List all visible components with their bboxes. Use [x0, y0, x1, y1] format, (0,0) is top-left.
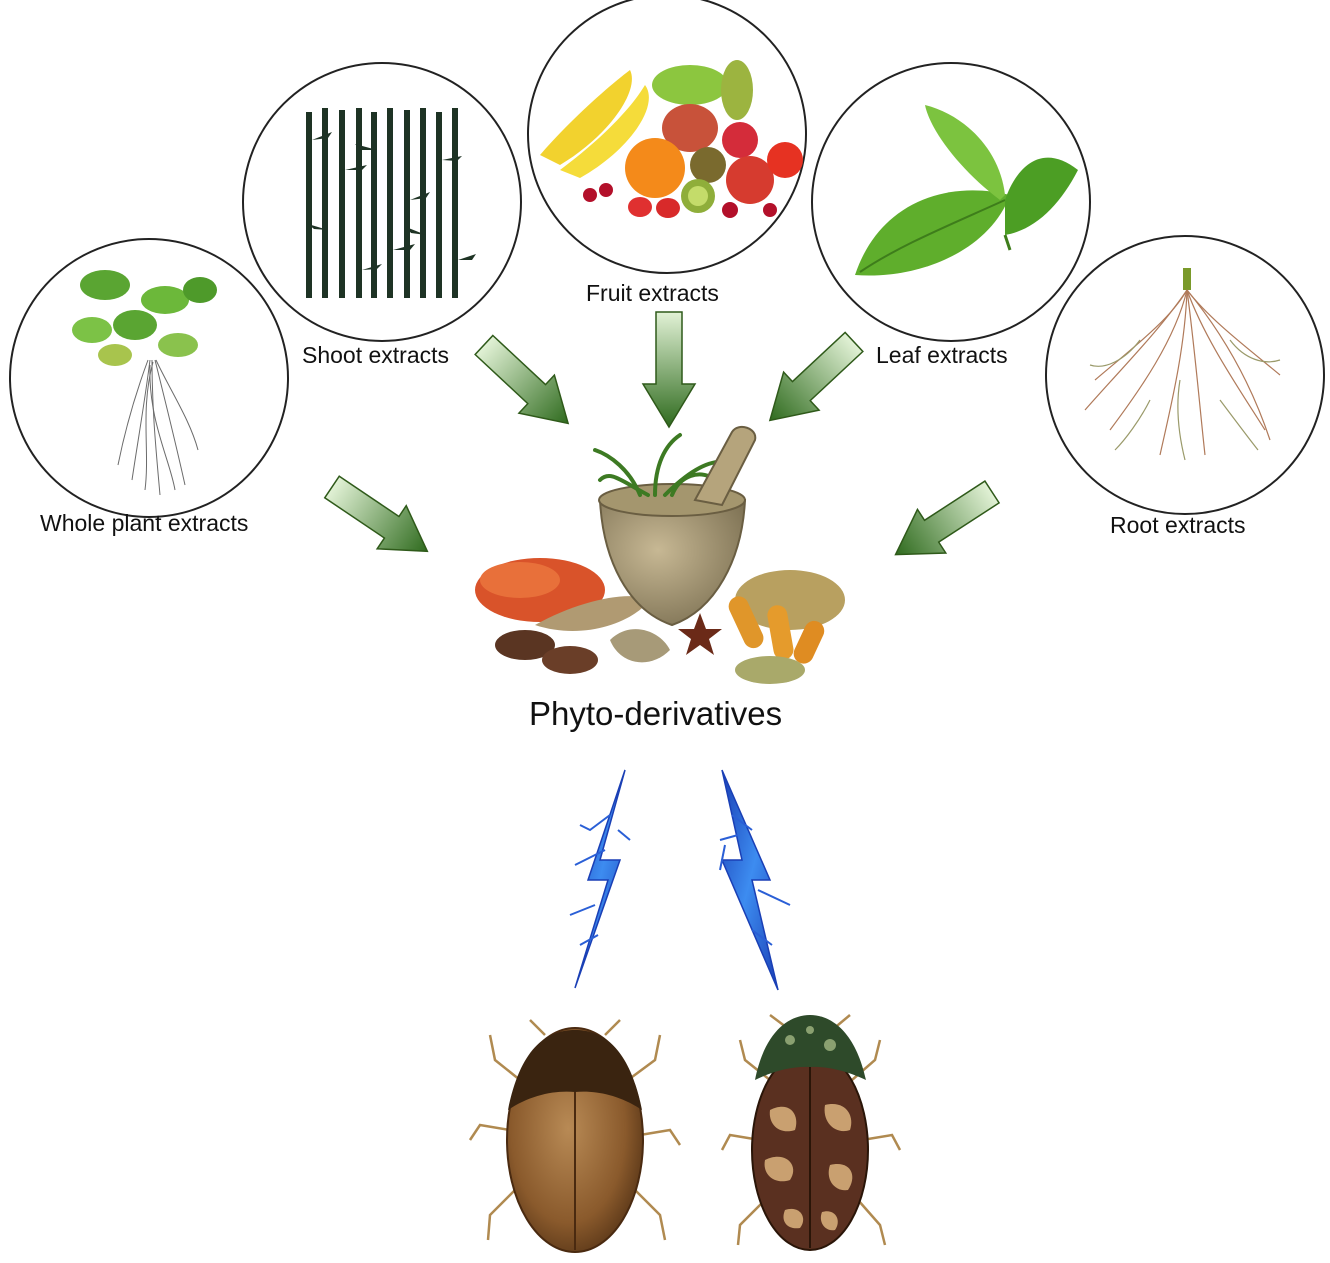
shoot-label: Shoot extracts	[302, 342, 449, 369]
phyto-derivatives-label: Phyto-derivatives	[529, 695, 782, 733]
root-label: Root extracts	[1110, 512, 1246, 539]
arrow-fruit	[643, 312, 695, 427]
arrow-leaf	[752, 323, 872, 439]
arrow-whole-plant	[317, 465, 441, 572]
root-circle	[1046, 236, 1324, 514]
patterned-beetle-icon	[722, 1015, 900, 1250]
leaf-circle	[812, 63, 1090, 341]
brown-beetle-icon	[470, 1020, 680, 1252]
lightning-bolts	[570, 770, 790, 990]
arrow-root	[881, 470, 1006, 576]
fruit-circle	[528, 0, 806, 273]
arrow-shoot	[466, 326, 586, 442]
lightning-bolt-icon	[720, 770, 790, 990]
fruit-label: Fruit extracts	[586, 280, 719, 307]
mortar-and-spices-icon	[475, 427, 845, 684]
lightning-bolt-icon	[570, 770, 630, 988]
shoot-circle	[243, 63, 521, 341]
whole-plant-label: Whole plant extracts	[40, 510, 248, 537]
whole-plant-circle	[10, 239, 288, 517]
leaf-label: Leaf extracts	[876, 342, 1008, 369]
